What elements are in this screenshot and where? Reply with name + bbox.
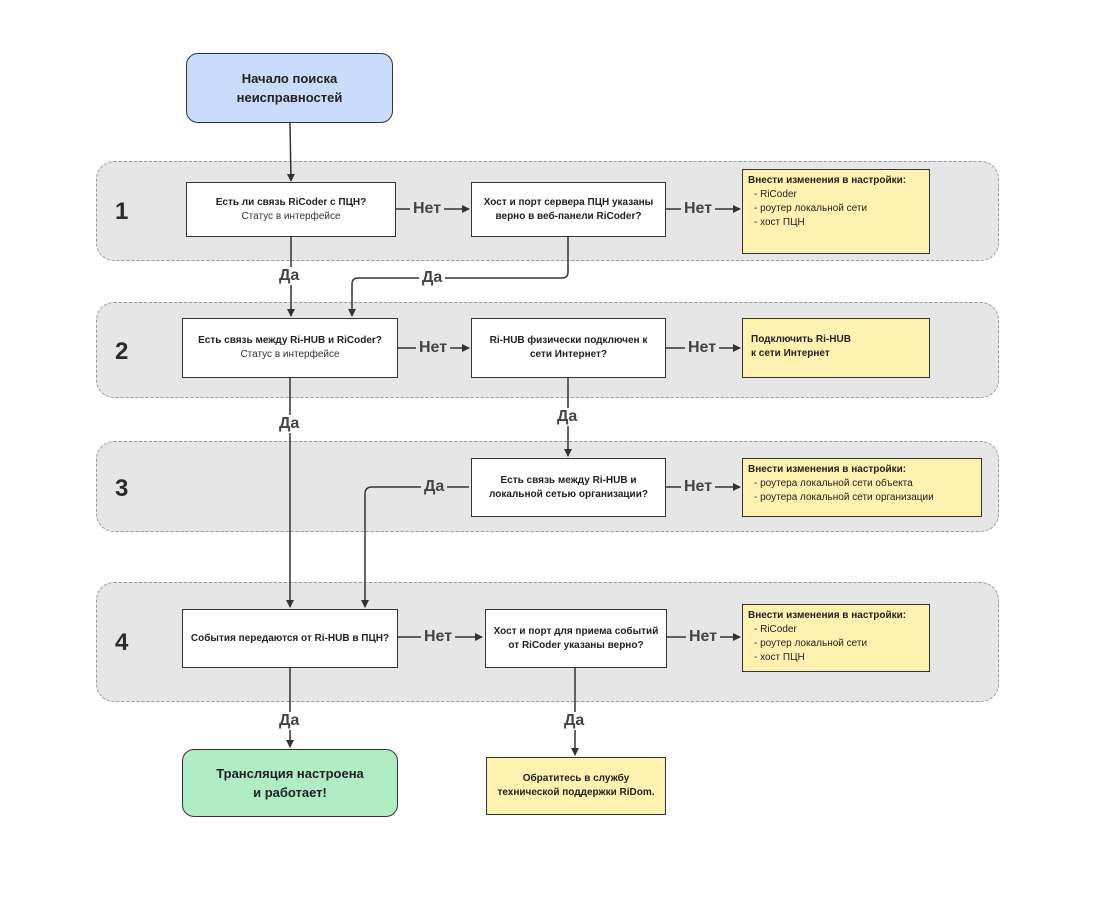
lane-number-1: 1 xyxy=(115,198,129,225)
note-title: Внести изменения в настройки: xyxy=(748,610,907,621)
label-no-q3: Нет xyxy=(681,478,716,496)
note-settings-3: Внести изменения в настройки: - роутера … xyxy=(742,458,982,517)
label-no-q1b: Нет xyxy=(681,200,716,218)
note-title: Подключить Ri-HUB к сети Интернет xyxy=(751,334,851,359)
note-item: - роутер локальной сети xyxy=(754,638,868,649)
note-item: - роутера локальной сети объекта xyxy=(754,478,913,489)
label-yes-q1b: Да xyxy=(419,269,446,287)
label-yes-q3: Да xyxy=(421,478,448,496)
decision-events-transfer: События передаются от Ri-HUB в ПЦН? xyxy=(182,609,398,668)
lane-number-4: 4 xyxy=(115,629,129,656)
decision-title: Хост и порт для приема событий от RiCode… xyxy=(493,625,659,651)
decision-hub-ricoder: Есть связь между Ri-HUB и RiCoder? Стату… xyxy=(182,318,398,378)
decision-title: Хост и порт сервера ПЦН указаны верно в … xyxy=(483,196,654,222)
note-item: - RiCoder xyxy=(754,624,797,635)
lane-number-3: 3 xyxy=(115,475,129,502)
decision-title: Есть связь между Ri-HUB и локальной сеть… xyxy=(489,474,648,500)
lane-number-2: 2 xyxy=(115,338,129,365)
arrow-q3-yes xyxy=(361,486,469,608)
note-item: - RiCoder xyxy=(754,189,797,200)
end-node: Трансляция настроена и работает! xyxy=(182,749,398,817)
note-item: - роутера локальной сети организации xyxy=(754,492,934,503)
note-title: Внести изменения в настройки: xyxy=(748,464,907,475)
decision-subtitle: Статус в интерфейсе xyxy=(241,210,341,222)
label-no-q4: Нет xyxy=(421,628,456,646)
arrow-q1b-yes xyxy=(348,236,569,317)
decision-host-port-events: Хост и порт для приема событий от RiCode… xyxy=(485,609,667,668)
note-settings-1: Внести изменения в настройки: - RiCoder … xyxy=(742,169,930,254)
start-node: Начало поиска неисправностей xyxy=(186,53,393,123)
decision-hub-internet: Ri-HUB физически подключен к сети Интерн… xyxy=(471,318,666,378)
decision-title: Есть ли связь RiCoder с ПЦН? xyxy=(215,196,367,208)
label-yes-q1: Да xyxy=(276,267,303,285)
decision-subtitle: Статус в интерфейсе xyxy=(240,349,340,360)
decision-hub-local-network: Есть связь между Ri-HUB и локальной сеть… xyxy=(471,458,666,517)
label-yes-q4: Да xyxy=(276,712,303,730)
decision-title: События передаются от Ri-HUB в ПЦН? xyxy=(190,632,390,644)
decision-title: Есть связь между Ri-HUB и RiCoder? xyxy=(198,335,382,346)
note-item: - хост ПЦН xyxy=(754,217,805,228)
decision-title: Ri-HUB физически подключен к сети Интерн… xyxy=(489,335,648,360)
label-yes-q2: Да xyxy=(276,415,303,433)
decision-host-port-pcn: Хост и порт сервера ПЦН указаны верно в … xyxy=(471,182,666,237)
note-settings-4: Внести изменения в настройки: - RiCoder … xyxy=(742,604,930,672)
note-item: - хост ПЦН xyxy=(754,652,805,663)
label-no-q2: Нет xyxy=(416,339,451,357)
note-title: Обратитесь в службу технической поддержк… xyxy=(497,773,655,798)
note-item: - роутер локальной сети xyxy=(754,203,868,214)
label-no-q1: Нет xyxy=(410,200,445,218)
label-yes-q4b: Да xyxy=(561,712,588,730)
label-no-q2b: Нет xyxy=(685,339,720,357)
label-no-q4b: Нет xyxy=(686,628,721,646)
note-contact-support: Обратитесь в службу технической поддержк… xyxy=(486,757,666,815)
label-yes-q2b: Да xyxy=(554,408,581,426)
decision-ricoder-pcn: Есть ли связь RiCoder с ПЦН? Статус в ин… xyxy=(186,182,396,237)
note-title: Внести изменения в настройки: xyxy=(748,175,907,186)
arrow-start-to-q1 xyxy=(286,122,295,182)
note-connect-hub: Подключить Ri-HUB к сети Интернет xyxy=(742,318,930,378)
